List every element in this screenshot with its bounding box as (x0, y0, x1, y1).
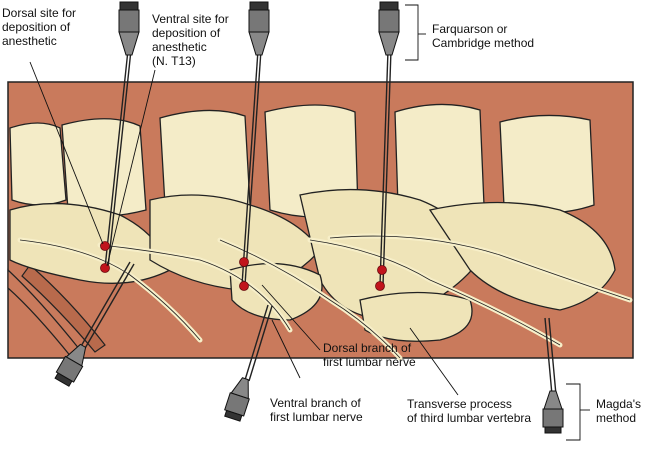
leader-line (29, 61, 104, 245)
needle-hub (118, 1, 140, 56)
leader-line (106, 69, 156, 267)
rib (21, 264, 106, 353)
needles (79, 49, 557, 396)
needle-shaft (83, 263, 135, 351)
needle-shaft (244, 49, 262, 286)
label-dorsal-branch: Dorsal branch of first lumbar nerve (323, 341, 416, 369)
label-transverse-process: Transverse process of third lumbar verte… (407, 397, 532, 425)
leader-line (271, 319, 301, 379)
needle-shaft (244, 304, 269, 381)
injection-site-dot (375, 281, 385, 291)
label-magda-method: Magda's method (596, 397, 641, 425)
needle-shaft (107, 49, 132, 269)
label-ventral-site: Ventral site for deposition of anestheti… (152, 12, 229, 68)
needle-shaft (241, 49, 259, 286)
transverse-process (428, 201, 616, 311)
vertebral-body (499, 114, 595, 214)
injection-site-dot (377, 265, 387, 275)
bracket (405, 4, 419, 61)
label-dorsal-site: Dorsal site for deposition of anesthetic (2, 6, 77, 48)
needle-shaft (79, 261, 131, 349)
needle-hub (542, 390, 564, 434)
label-farquarson-method: Farquarson or Cambridge method (432, 22, 535, 50)
needle-hubs-bottom (54, 343, 564, 434)
injection-site-dot (100, 241, 110, 251)
injection-site-dot (239, 257, 249, 267)
needle-hub (378, 1, 400, 56)
label-ventral-branch: Ventral branch of first lumbar nerve (270, 396, 363, 424)
leader-lines (29, 4, 590, 441)
transverse-process (359, 291, 473, 342)
injection-site-dot (100, 263, 110, 273)
needle-shaft (379, 49, 389, 286)
needle-shaft (544, 317, 553, 396)
bracket (566, 383, 581, 441)
needle-hub (248, 1, 270, 56)
vertebral-body (61, 118, 147, 217)
nerve-outlines (19, 235, 631, 359)
leader-line (261, 284, 321, 351)
leader-line (409, 327, 459, 396)
needle-hubs-top (118, 1, 400, 56)
vertebral-body (9, 122, 67, 206)
needle-hub (54, 343, 87, 387)
transverse-processes (9, 188, 616, 342)
needle-shaft (382, 49, 392, 286)
needle-hub (224, 377, 250, 422)
injection-site-dot (239, 281, 249, 291)
needle-shaft (248, 305, 273, 382)
needle-shaft (104, 49, 129, 269)
needle-shaft (548, 317, 557, 396)
